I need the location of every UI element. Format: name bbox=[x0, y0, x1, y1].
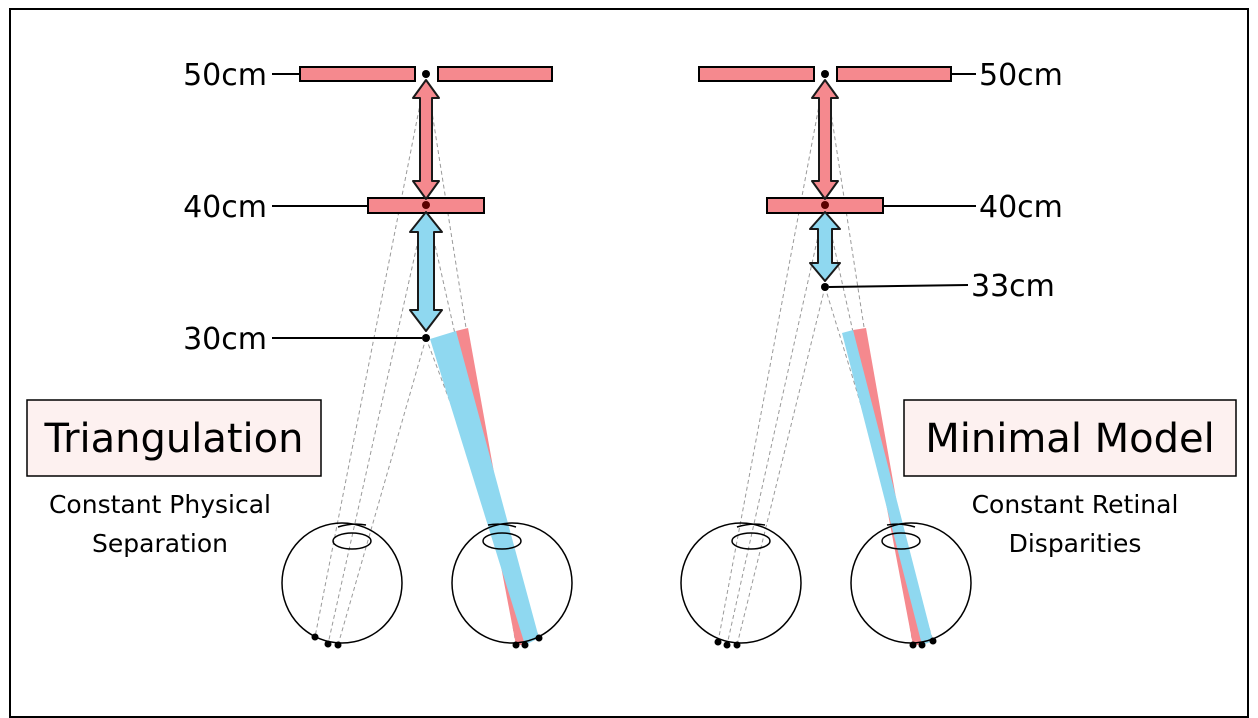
right-eye-left bbox=[680, 522, 802, 644]
left-label-50cm: 50cm bbox=[183, 58, 267, 93]
left-eye-right bbox=[451, 522, 573, 644]
right-point-33 bbox=[821, 283, 829, 291]
left-label-30cm: 30cm bbox=[183, 322, 267, 357]
left-eye-left bbox=[281, 522, 403, 644]
right-subtitle-line1: Constant Retinal bbox=[972, 490, 1179, 519]
left-retinal-points bbox=[311, 633, 543, 649]
left-plane-50-right bbox=[437, 66, 553, 82]
right-leader-33 bbox=[828, 284, 969, 288]
left-label-40cm: 40cm bbox=[183, 190, 267, 225]
left-point-50 bbox=[422, 70, 430, 78]
left-point-30 bbox=[422, 334, 430, 342]
right-point-40 bbox=[821, 201, 829, 209]
right-subtitle-line2: Disparities bbox=[1009, 529, 1142, 558]
left-panel: 50cm 40cm 30cm Triangulation Constant Ph… bbox=[26, 58, 573, 649]
left-subtitle-line1: Constant Physical bbox=[49, 490, 271, 519]
right-plane-50-right bbox=[836, 66, 952, 82]
right-plane-50-left bbox=[698, 66, 815, 82]
right-blue-double-arrow bbox=[809, 211, 841, 282]
right-panel: 50cm 40cm 33cm Minimal Model Constant Re… bbox=[680, 58, 1237, 649]
left-point-40 bbox=[422, 201, 430, 209]
right-label-50cm: 50cm bbox=[979, 58, 1063, 93]
left-blue-double-arrow bbox=[409, 211, 443, 332]
right-title: Minimal Model bbox=[925, 416, 1215, 462]
left-plane-50-left bbox=[299, 66, 416, 82]
left-title-box bbox=[26, 399, 322, 477]
right-disparity-wedges bbox=[842, 328, 933, 645]
left-subtitle-line2: Separation bbox=[92, 529, 228, 558]
right-point-50 bbox=[821, 70, 829, 78]
left-red-double-arrow bbox=[412, 79, 440, 200]
right-label-33cm: 33cm bbox=[971, 269, 1055, 304]
right-label-40cm: 40cm bbox=[979, 190, 1063, 225]
right-title-box bbox=[903, 399, 1237, 477]
right-red-double-arrow bbox=[811, 79, 839, 200]
right-retinal-points bbox=[714, 637, 937, 649]
left-title: Triangulation bbox=[44, 416, 304, 462]
left-disparity-wedges bbox=[430, 328, 539, 645]
